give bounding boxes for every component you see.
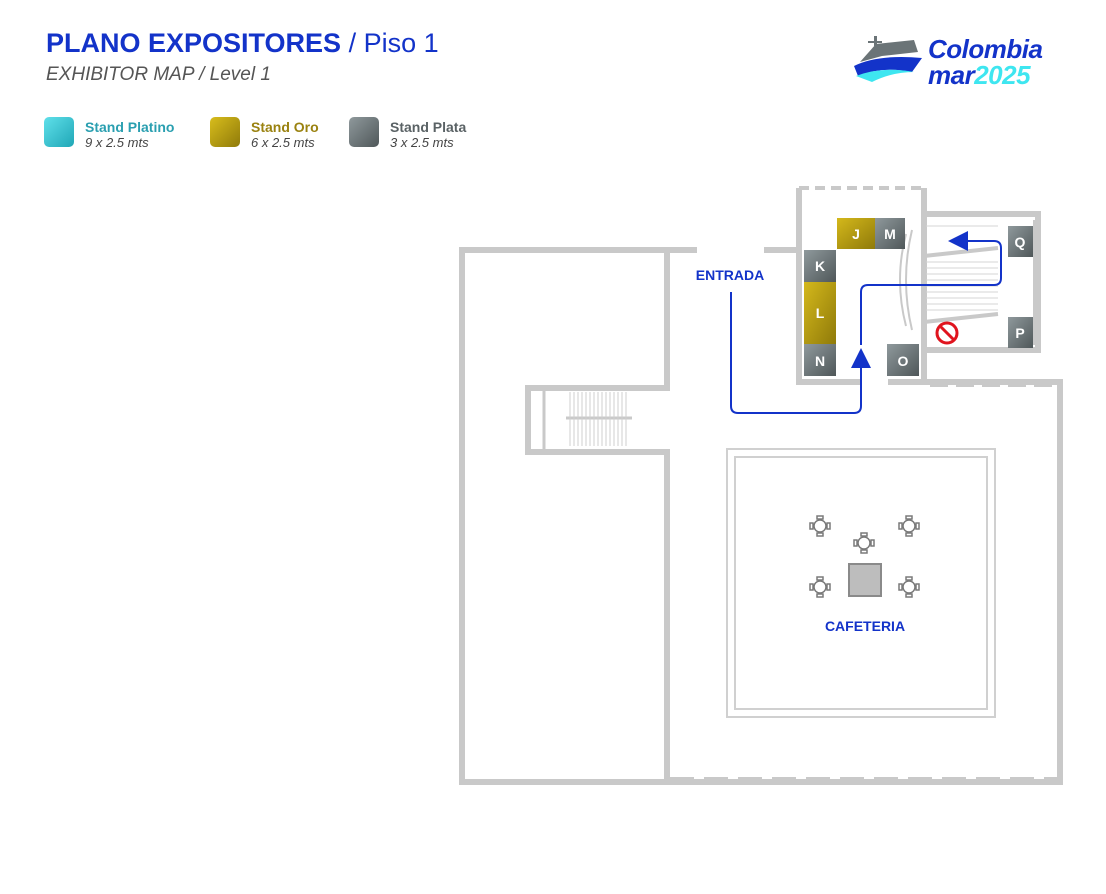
stairs-right — [899, 225, 999, 331]
logo-line2: mar2025 — [928, 60, 1031, 91]
legend-name-oro: Stand Oro — [251, 119, 319, 135]
title-bold: PLANO EXPOSITORES — [46, 28, 342, 58]
cafeteria-label: CAFETERIA — [825, 618, 905, 634]
booth-Q[interactable]: Q — [1008, 226, 1033, 257]
no-entry-icon — [935, 321, 959, 345]
cafeteria-tables — [809, 515, 920, 598]
logo-year: 2025 — [974, 60, 1031, 90]
logo-word: mar — [928, 60, 975, 90]
booth-M[interactable]: M — [875, 218, 905, 249]
booth-L[interactable]: L — [804, 282, 836, 344]
booth-label-K: K — [815, 258, 825, 274]
logo-line1: Colombia — [928, 34, 1043, 64]
table-icon — [898, 576, 920, 598]
table-icon — [853, 532, 875, 554]
ship-logo-icon — [854, 36, 922, 82]
booth-label-N: N — [815, 353, 825, 369]
booth-P[interactable]: P — [1008, 317, 1033, 348]
legend-size-oro: 6 x 2.5 mts — [251, 135, 315, 150]
legend-swatch-platino — [44, 117, 74, 147]
legend-size-plata: 3 x 2.5 mts — [390, 135, 454, 150]
legend-swatch-plata — [349, 117, 379, 147]
booth-label-L: L — [816, 305, 825, 321]
left-hall-wall — [459, 247, 697, 785]
cafeteria-counter — [848, 563, 882, 597]
booth-label-O: O — [898, 353, 909, 369]
table-icon — [809, 515, 831, 537]
table-icon — [898, 515, 920, 537]
booth-label-J: J — [852, 226, 860, 242]
dashed-walls — [670, 186, 1063, 783]
corridor-wall-right — [888, 211, 1041, 385]
booth-N[interactable]: N — [804, 344, 836, 376]
booth-J[interactable]: J — [837, 218, 875, 249]
corridor-wall-left — [796, 188, 860, 385]
cafeteria-area — [726, 448, 996, 718]
colombiamar-logo: Colombia mar2025 — [852, 32, 1072, 92]
legend-size-platino: 9 x 2.5 mts — [85, 135, 149, 150]
booth-label-M: M — [884, 226, 896, 242]
booth-label-P: P — [1015, 325, 1024, 341]
map-subtitle: EXHIBITOR MAP / Level 1 — [46, 64, 271, 85]
legend-swatch-oro — [210, 117, 240, 147]
map-title: PLANO EXPOSITORES / Piso 1 — [46, 28, 439, 59]
booth-K[interactable]: K — [804, 250, 836, 282]
legend-name-platino: Stand Platino — [85, 119, 175, 135]
booth-O[interactable]: O — [887, 344, 919, 376]
legend-name-plata: Stand Plata — [390, 119, 467, 135]
entrance-label: ENTRADA — [696, 267, 764, 283]
table-icon — [809, 576, 831, 598]
route-arrow-icon — [730, 231, 1002, 414]
stairs-left — [566, 392, 632, 446]
booth-label-Q: Q — [1015, 234, 1026, 250]
title-level: / Piso 1 — [341, 28, 439, 58]
